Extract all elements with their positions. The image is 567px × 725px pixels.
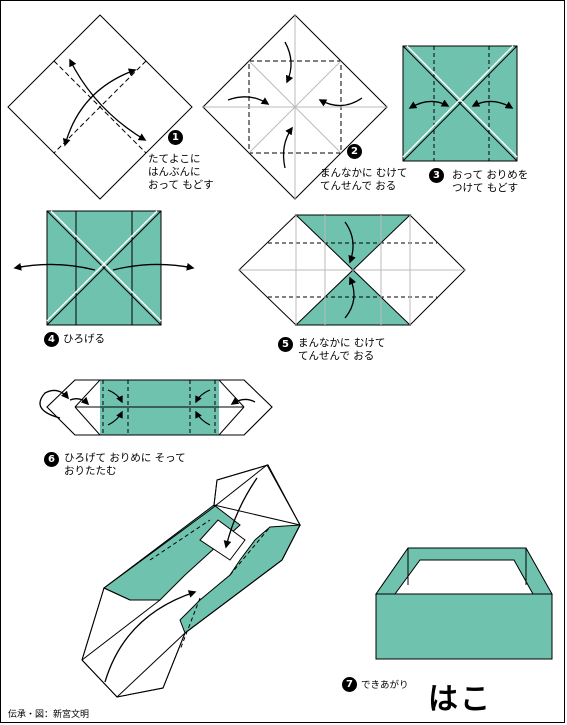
- step-4-number: 4: [44, 332, 59, 347]
- step-1-text-line-1: たてよこに: [148, 153, 201, 165]
- step-2-diagram: [202, 14, 388, 200]
- step-1-number: 1: [168, 130, 183, 145]
- step-2-text-line-2: てんせんで おる: [320, 180, 397, 192]
- step-2-number: 2: [347, 144, 362, 159]
- step-5-diagram: [238, 214, 466, 326]
- step-4-diagram: [13, 210, 195, 326]
- credit-text: 伝承・図：新宮文明: [8, 710, 90, 720]
- step-1-text-line-2: はんぶんに: [148, 166, 201, 178]
- step-3-text-line-2: つけて もどす: [452, 182, 519, 194]
- step-3-diagram: [402, 45, 518, 162]
- step-5-text-line-2: てんせんで おる: [298, 350, 375, 362]
- result-title: はこ: [428, 682, 492, 717]
- step-6-text-line-2: おりたたむ: [64, 465, 117, 477]
- finished-box-diagram: [375, 547, 553, 660]
- step-3-text-line-1: おって おりめを: [452, 169, 529, 181]
- step-4-text-line-1: ひろげる: [63, 333, 105, 345]
- step-7-number: 7: [342, 677, 357, 692]
- step-1-text-line-3: おって もどす: [148, 179, 214, 191]
- step-6-diagram: [39, 379, 273, 436]
- step-5-number: 5: [278, 337, 293, 352]
- step-3-number: 3: [429, 168, 444, 183]
- step-7-text-line-1: できあがり: [361, 680, 409, 691]
- step-1-diagram: [7, 14, 193, 200]
- step-6-number: 6: [44, 452, 59, 467]
- step-6-text-line-1: ひろげて おりめに そって: [64, 452, 186, 464]
- step-2-text-line-1: まんなかに むけて: [320, 167, 408, 179]
- step-5-text-line-1: まんなかに むけて: [298, 337, 386, 349]
- folding-progress-diagram: [81, 464, 301, 698]
